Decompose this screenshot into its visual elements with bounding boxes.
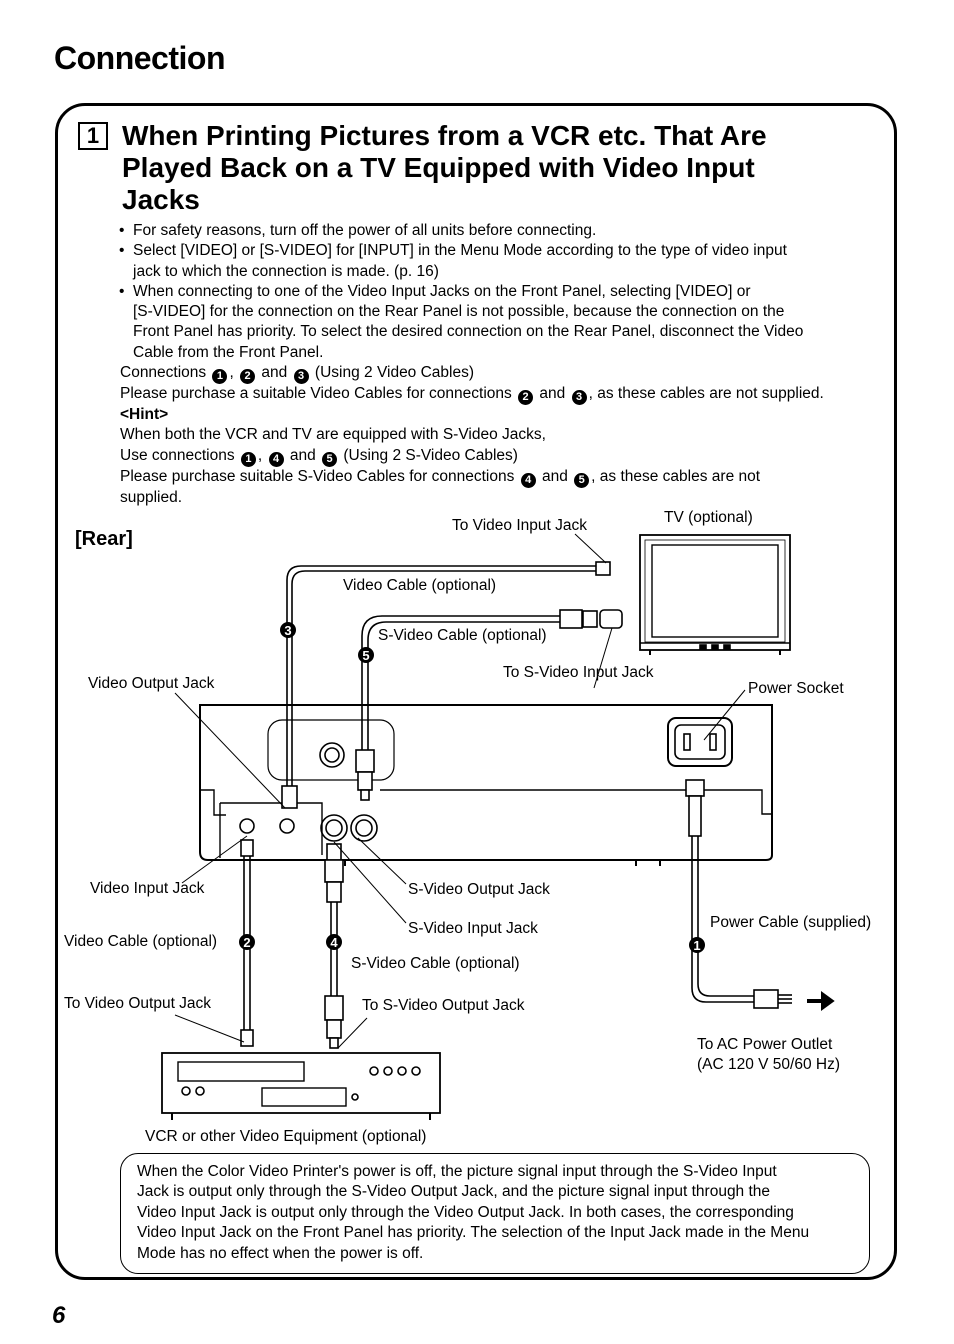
heading-line: Jacks (122, 184, 200, 215)
text: , as these cables are not (591, 467, 761, 485)
note-line: Video Input Jack on the Front Panel has … (137, 1224, 810, 1242)
marker-5-text: 5 (362, 648, 369, 663)
label-power-socket: Power Socket (748, 680, 844, 697)
text: , as these cables are not supplied. (588, 385, 824, 403)
text: supplied. (120, 488, 183, 506)
hint-text: When both the VCR and TV are equipped wi… (120, 426, 546, 444)
connections-line: Connections 1, 2 and 3 (Using 2 Video Ca… (111, 363, 886, 385)
note-line: When the Color Video Printer's power is … (137, 1163, 777, 1180)
label-video-output-jack: Video Output Jack (88, 675, 215, 692)
page-number: 6 (52, 1302, 66, 1329)
purchase-line: Please purchase a suitable Video Cables … (111, 384, 886, 406)
text: Please purchase a suitable Video Cables … (120, 385, 512, 403)
marker-5: 5 (322, 451, 338, 467)
label-to-video-input-jack: To Video Input Jack (452, 517, 587, 534)
text: , (257, 446, 263, 464)
label-tv: TV (optional) (664, 509, 753, 526)
marker-5 (358, 647, 374, 663)
marker-3: 3 (293, 369, 309, 385)
marker-3 (280, 622, 296, 638)
marker-5: 5 (574, 472, 590, 488)
text: (Using 2 S-Video Cables) (343, 446, 518, 464)
tv-illustration (639, 534, 791, 655)
marker-4-text: 4 (330, 935, 338, 950)
note-line: Mode has no effect when the power is off… (137, 1244, 424, 1262)
marker-2: 2 (240, 369, 256, 385)
heading-line: Played Back on a TV Equipped with Video … (122, 152, 755, 183)
hint-title: <Hint> (120, 406, 169, 424)
marker-2: 2 (518, 390, 534, 406)
page-title: Connection (54, 40, 225, 76)
s-video-cable-bottom (324, 843, 344, 1049)
video-cable-top (281, 561, 611, 809)
text: , (229, 364, 234, 382)
text: and (261, 364, 288, 382)
heading-line: When Printing Pictures from a VCR etc. T… (122, 120, 767, 151)
marker-2 (239, 934, 255, 950)
bullet-front-panel: When connecting to one of the Video Inpu… (111, 282, 886, 363)
text: and (289, 446, 316, 464)
text: Front Panel has priority. To select the … (133, 323, 804, 341)
label-vcr: VCR or other Video Equipment (optional) (145, 1128, 427, 1145)
text: jack to which the connection is made. (p… (133, 262, 439, 280)
label-power-cable: Power Cable (supplied) (710, 914, 872, 931)
marker-3-text: 3 (284, 623, 291, 638)
leader-lines (174, 533, 746, 1049)
text: Select [VIDEO] or [S-VIDEO] for [INPUT] … (133, 242, 787, 260)
purchase-s-video-line: Please purchase suitable S-Video Cables … (111, 467, 886, 488)
text: When connecting to one of the Video Inpu… (133, 282, 751, 300)
marker-1: 1 (240, 451, 256, 467)
text: [S-VIDEO] for the connection on the Rear… (133, 303, 785, 321)
text: Connections (120, 364, 207, 382)
marker-4 (326, 934, 342, 950)
label-video-cable-left: Video Cable (optional) (64, 933, 218, 950)
bullet-select-input: Select [VIDEO] or [S-VIDEO] for [INPUT] … (111, 241, 886, 282)
vcr-illustration (161, 1052, 441, 1120)
marker-2-text: 2 (243, 935, 250, 950)
marker-3: 3 (571, 390, 587, 406)
label-to-ac-outlet: To AC Power Outlet (697, 1036, 833, 1053)
label-s-video-cable-bottom: S-Video Cable (optional) (351, 955, 520, 972)
text: Please purchase suitable S-Video Cables … (120, 467, 515, 485)
label-s-video-cable-top: S-Video Cable (optional) (378, 627, 547, 644)
label-to-s-video-input-jack: To S-Video Input Jack (503, 664, 654, 681)
bullet-safety: For safety reasons, turn off the power o… (111, 221, 886, 241)
marker-1-text: 1 (693, 938, 700, 953)
label-to-s-video-output-jack: To S-Video Output Jack (362, 997, 525, 1014)
section-number: 1 (78, 122, 108, 150)
label-s-video-input-jack: S-Video Input Jack (408, 920, 538, 937)
note-line: Video Input Jack is output only through … (137, 1203, 794, 1221)
label-to-video-output-jack: To Video Output Jack (64, 995, 212, 1012)
section-heading: When Printing Pictures from a VCR etc. T… (122, 120, 862, 216)
printer-jacks (239, 814, 378, 842)
power-cable (685, 779, 792, 1009)
note-box: When the Color Video Printer's power is … (120, 1153, 870, 1274)
marker-1: 1 (212, 369, 228, 385)
section-frame (55, 103, 897, 1280)
marker-4: 4 (520, 472, 536, 488)
rear-label: [Rear] (75, 528, 133, 550)
label-video-input-jack: Video Input Jack (90, 880, 205, 897)
marker-4: 4 (268, 451, 284, 467)
printer-rear-panel (199, 704, 773, 866)
text: Use connections (120, 446, 235, 464)
note-line: Jack is output only through the S-Video … (137, 1183, 771, 1201)
arrow-right-icon (807, 991, 835, 1011)
use-connections-line: Use connections 1, 4 and 5 (Using 2 S-Vi… (111, 446, 886, 467)
label-video-cable-top: Video Cable (optional) (343, 577, 497, 594)
text: and (539, 385, 566, 403)
instructions: For safety reasons, turn off the power o… (111, 221, 886, 508)
text: Cable from the Front Panel. (133, 343, 324, 361)
label-ac-spec: (AC 120 V 50/60 Hz) (697, 1056, 841, 1073)
text: and (541, 467, 568, 485)
text: (Using 2 Video Cables) (314, 364, 475, 382)
label-s-video-output-jack: S-Video Output Jack (408, 881, 550, 898)
s-video-cable-top (355, 609, 623, 801)
marker-1 (689, 937, 705, 953)
